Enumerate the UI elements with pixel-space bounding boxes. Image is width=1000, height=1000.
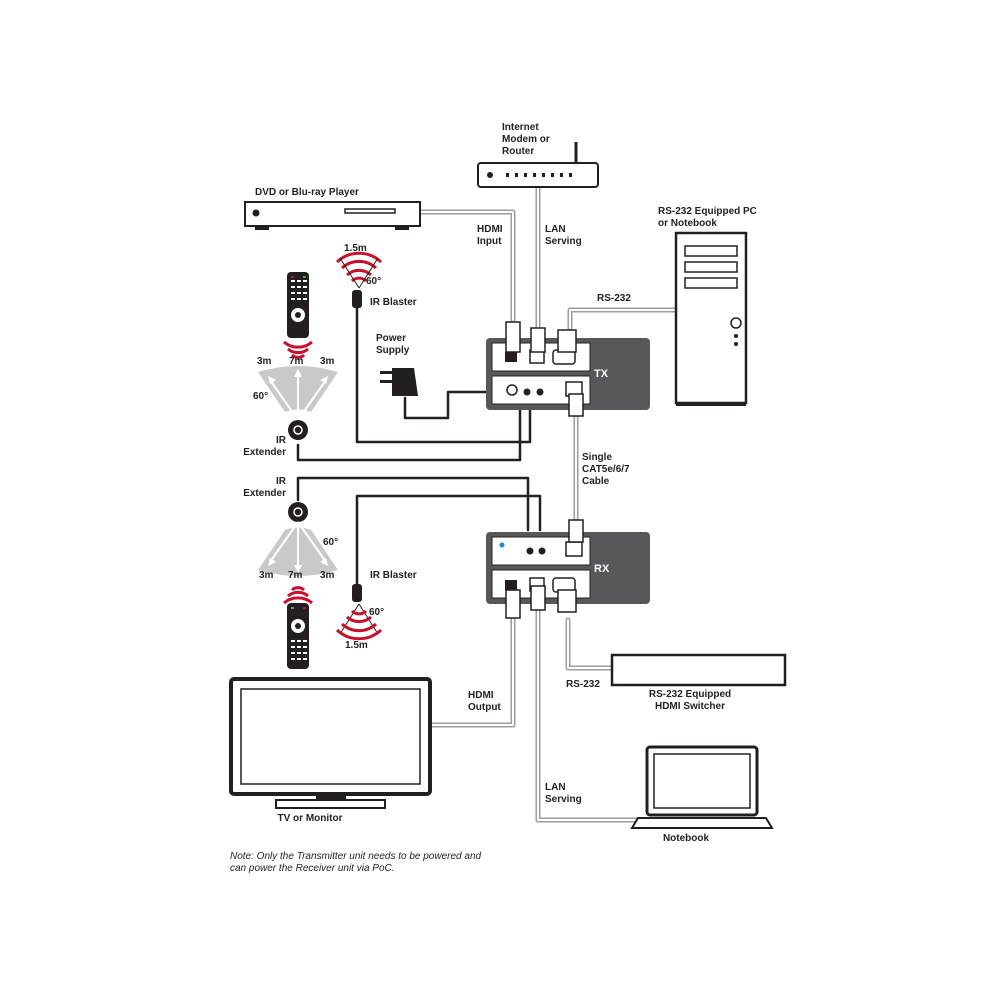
dist-7m-t: 7m [289, 356, 304, 367]
internet-modem [477, 142, 599, 188]
power-cable [403, 390, 520, 420]
dist-3m-tl: 3m [257, 356, 272, 367]
dist-7m-b: 7m [288, 570, 303, 581]
dist-3m-br: 3m [320, 570, 335, 581]
ir-blaster-wire-bottom [355, 494, 542, 587]
cable-label: Single CAT5e/6/7 Cable [582, 452, 630, 487]
ir-waves-top [283, 340, 313, 359]
hdmi-switcher [610, 653, 787, 687]
rs232-cable-bottom [565, 617, 615, 671]
tv-label: TV or Monitor [277, 813, 343, 824]
ir-extender-cone-top [258, 366, 338, 440]
dvd-label: DVD or Blu-ray Player [255, 187, 359, 198]
notebook [630, 745, 774, 829]
ir-blaster-top [335, 251, 383, 308]
tx-label: TX [594, 368, 609, 380]
footnote: Note: Only the Transmitter unit needs to… [230, 851, 482, 874]
switcher-label: RS-232 Equipped HDMI Switcher [648, 689, 732, 712]
rs232-cable-top [567, 307, 693, 331]
angle-60-blaster-top: 60° [366, 276, 382, 287]
power-supply-label: Power Supply [376, 333, 410, 356]
ir-blaster-top-label: IR Blaster [370, 297, 417, 308]
tv-monitor [229, 677, 432, 809]
dist-1-5m-top: 1.5m [344, 243, 367, 254]
rx-unit [486, 519, 650, 619]
lan-serving-bottom-label: LAN Serving [545, 782, 582, 805]
ir-extender-bottom-label: IR Extender [243, 476, 286, 499]
ir-blaster-bottom [335, 584, 383, 641]
cables [296, 181, 693, 823]
notebook-label: Notebook [662, 833, 710, 844]
dist-3m-tr: 3m [320, 356, 335, 367]
ir-blaster-bottom-label: IR Blaster [370, 570, 417, 581]
angle-60-ext-bottom: 60° [323, 537, 339, 548]
ir-extender-top-label: IR Extender [243, 435, 286, 458]
hdmi-input-label: HDMI Input [477, 224, 503, 247]
rs232-top-label: RS-232 [597, 293, 631, 304]
dist-1-5m-bottom: 1.5m [345, 640, 368, 651]
rx-label: RX [594, 563, 610, 575]
modem-label: Internet Modem or Router [502, 122, 550, 157]
angle-60-blaster-bottom: 60° [369, 607, 385, 618]
remote-top [287, 272, 309, 338]
lan-serving-top-label: LAN Serving [545, 224, 582, 247]
dist-3m-bl: 3m [259, 570, 274, 581]
remote-bottom [287, 603, 309, 669]
pc-label: RS-232 Equipped PC or Notebook [658, 206, 757, 229]
ir-waves-bottom [283, 586, 313, 605]
pc-tower [674, 231, 748, 406]
tx-unit [486, 321, 650, 417]
dvd-player [244, 201, 421, 230]
rs232-bottom-label: RS-232 [566, 679, 600, 690]
hdmi-output-label: HDMI Output [468, 690, 501, 713]
power-supply [380, 368, 418, 396]
ir-extender-wire-top [296, 408, 522, 462]
ir-extender-wire-bottom [296, 476, 530, 532]
ir-blaster-wire-top [355, 304, 532, 444]
ir-extender-cone-bottom [258, 502, 338, 576]
angle-60-ext-top: 60° [253, 391, 269, 402]
